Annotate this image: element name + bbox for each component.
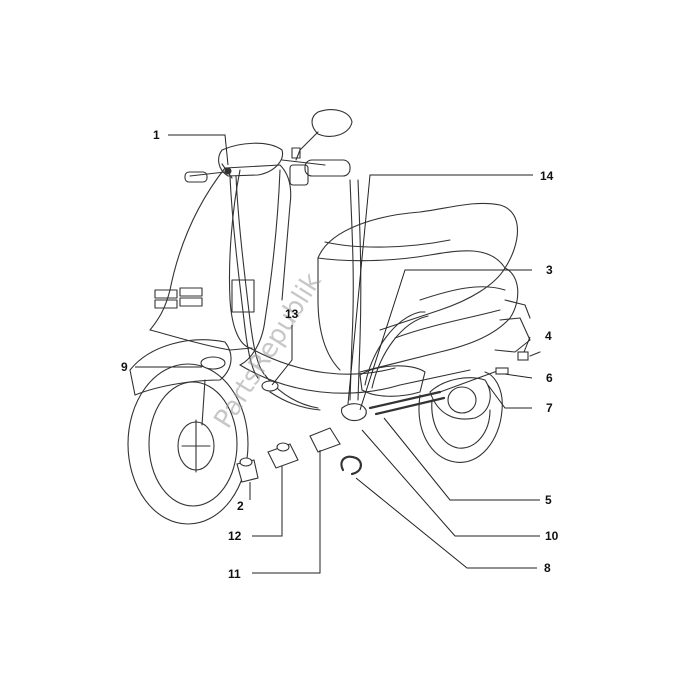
callout-12: 12: [228, 529, 242, 543]
callout-2: 2: [237, 499, 244, 513]
callout-labels: 1 2 3 4 5 6 7 8 9 10 11 12 13 14: [121, 128, 559, 581]
callout-13: 13: [285, 307, 299, 321]
callout-1: 1: [153, 128, 160, 142]
part-cable-end-2: [236, 457, 259, 483]
cable-routing: [229, 175, 429, 409]
callout-5: 5: [545, 493, 552, 507]
part-end-4-6: [495, 351, 541, 375]
part-connector-1: [221, 163, 233, 179]
callout-4: 4: [545, 329, 552, 343]
callout-11: 11: [228, 567, 241, 581]
callout-6: 6: [546, 371, 553, 385]
part-plug-9: [200, 356, 226, 370]
part-rod-7: [439, 369, 501, 393]
part-cable-sleeve-12: [267, 442, 299, 469]
part-cable-sleeve-11: [309, 427, 341, 453]
part-clip-8: [340, 455, 362, 476]
leader-lines: [135, 134, 540, 574]
callout-14: 14: [540, 169, 554, 183]
scooter-illustration: [127, 109, 531, 525]
part-cable-13: [261, 380, 321, 411]
callout-9: 9: [121, 360, 128, 374]
callout-10: 10: [545, 529, 559, 543]
part-rod-5: [368, 390, 446, 416]
callout-3: 3: [546, 263, 553, 277]
callout-8: 8: [544, 561, 551, 575]
part-grommet-10: [340, 403, 367, 422]
callout-7: 7: [546, 401, 553, 415]
